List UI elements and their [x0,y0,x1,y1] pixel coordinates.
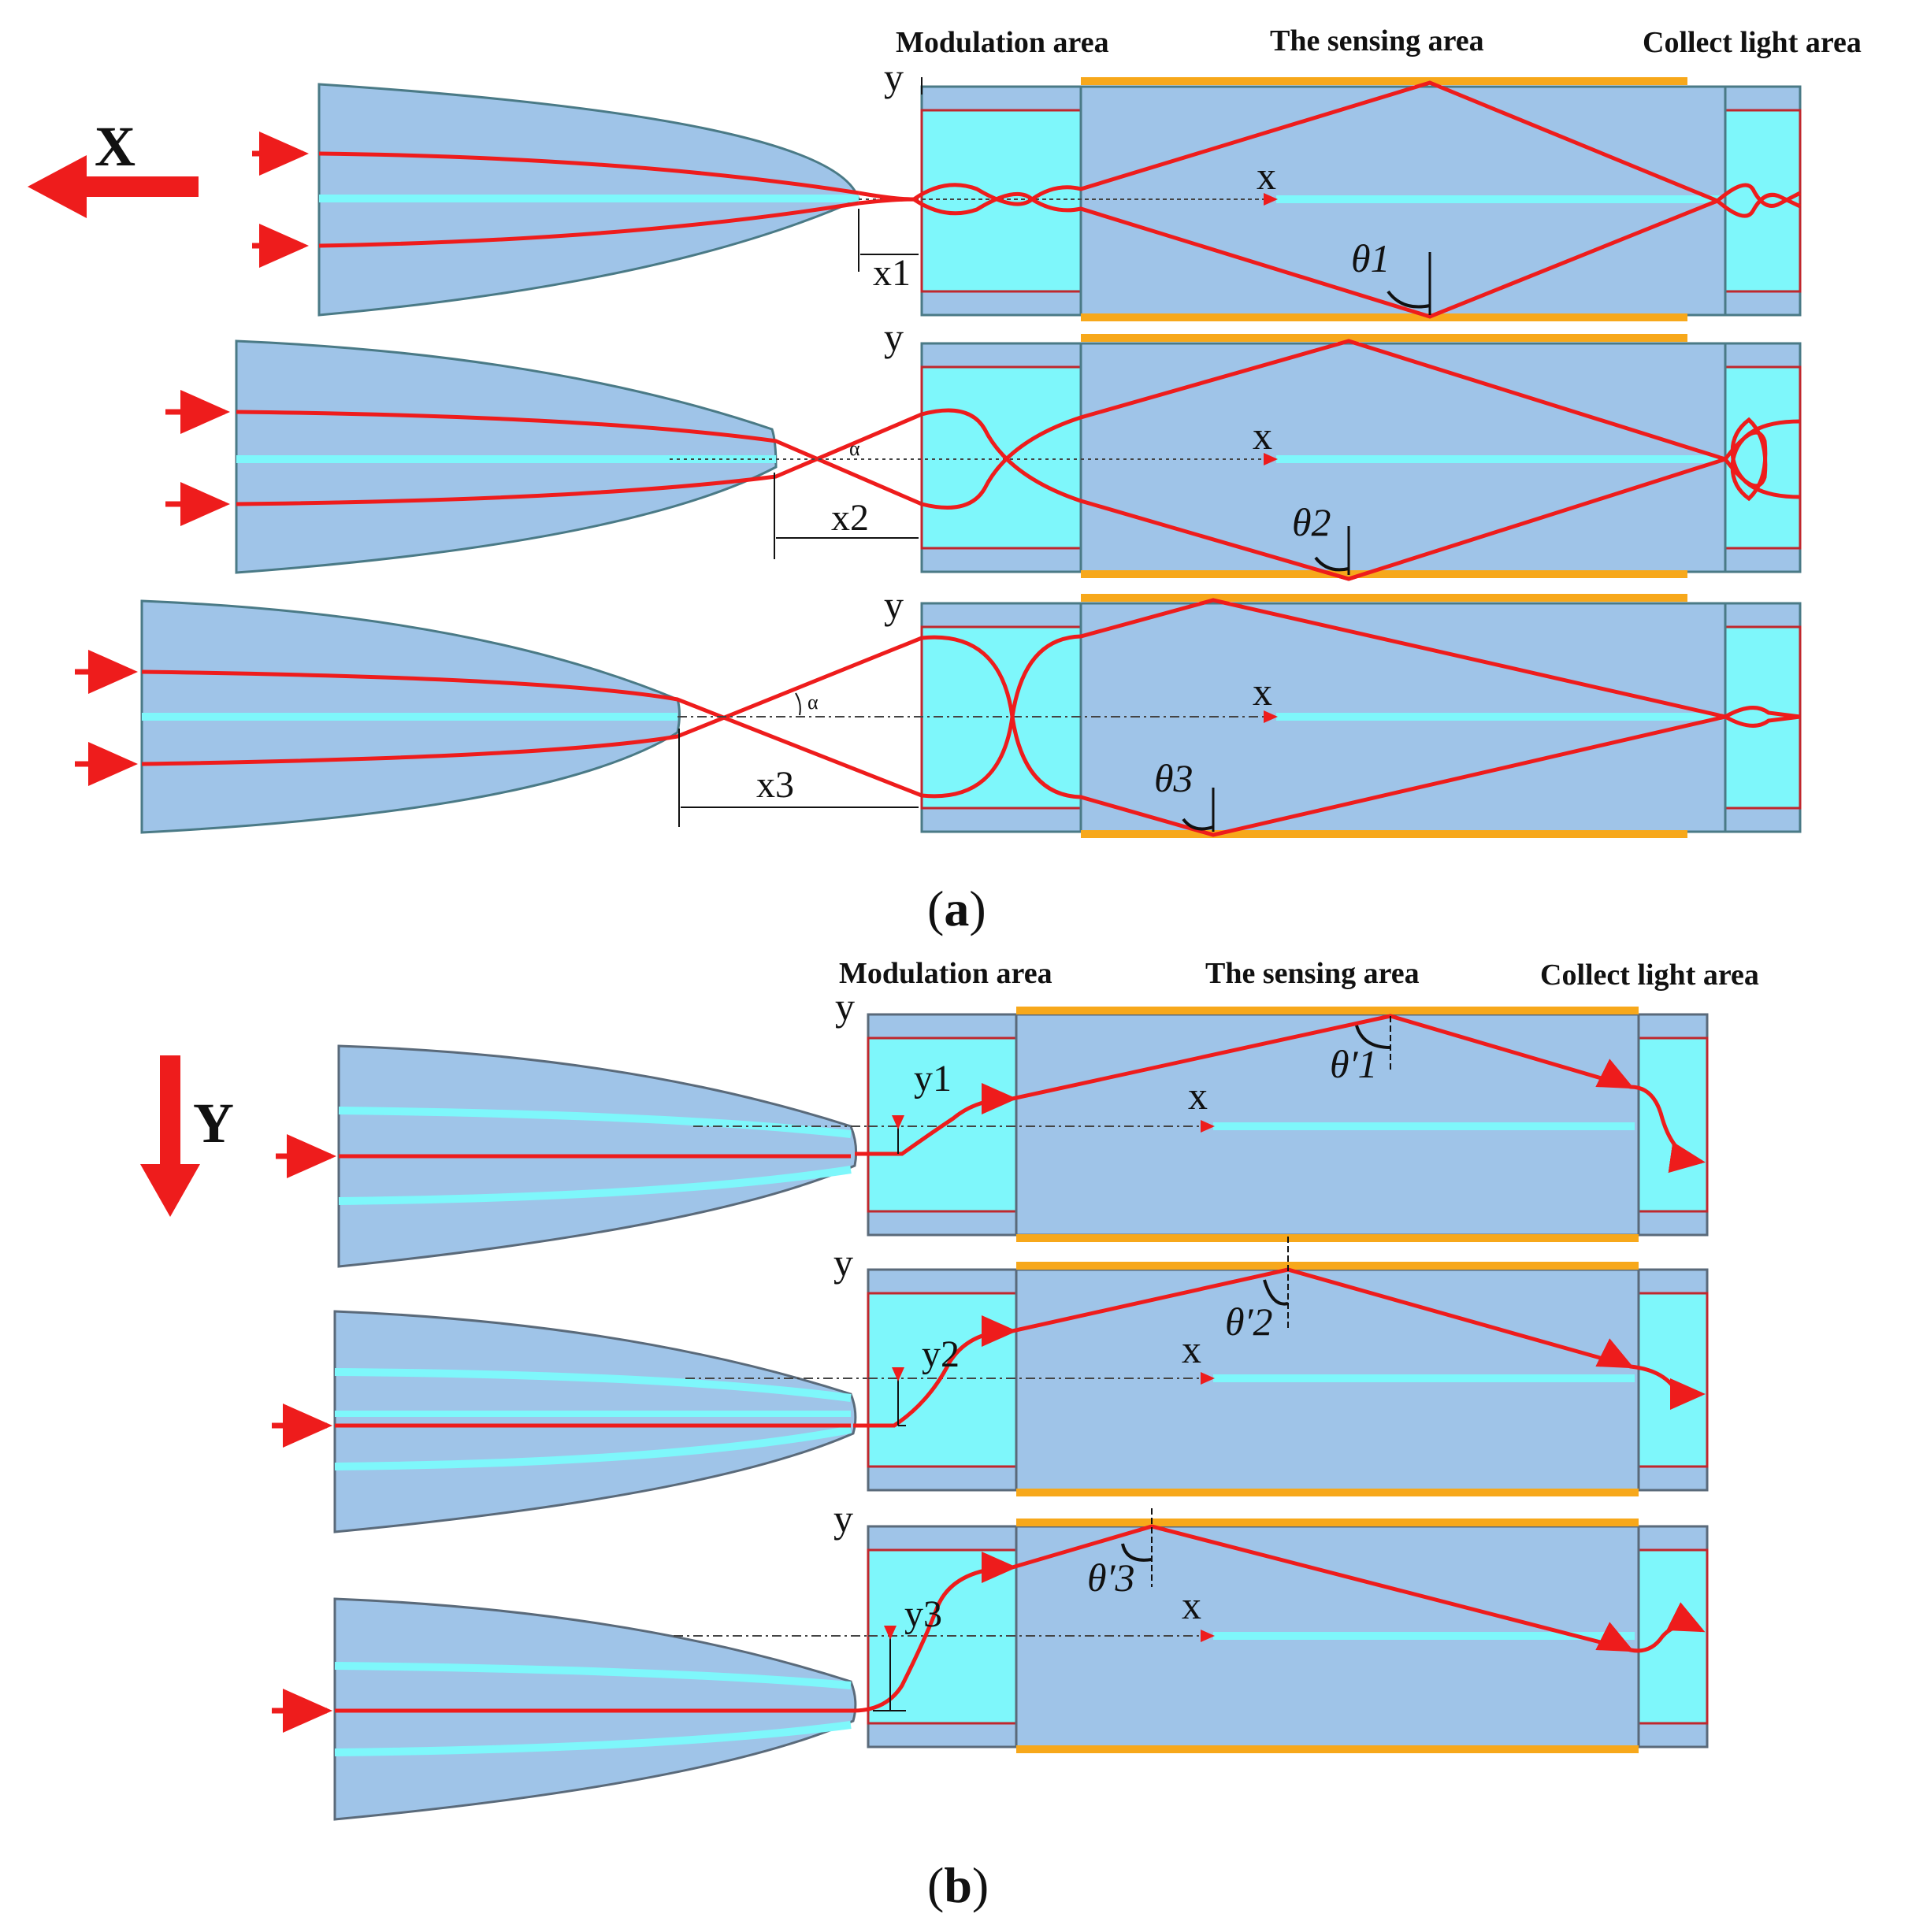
collect-block-b1 [1637,1036,1709,1213]
row-b1: y x y1 θ′1 [276,985,1709,1268]
modulation-block-b2 [867,1292,1018,1468]
direction-arrow-y-icon [140,1055,200,1217]
offset-label-y3: y3 [904,1593,942,1635]
collect-light-area-label-b: Collect light area [1540,959,1759,992]
angle-label-theta-prime3: θ′3 [1087,1556,1135,1600]
direction-label-y: Y [193,1092,234,1155]
row-a2: y x α x2 θ2 [165,315,1802,581]
coating-top-a1 [1081,77,1687,85]
angle-label-theta-prime1: θ′1 [1330,1042,1378,1086]
angle-label-theta2: θ2 [1292,500,1331,544]
panel-a: Modulation area The sensing area Collect… [28,24,1862,936]
sensing-area-label-b: The sensing area [1205,957,1420,990]
modulation-block-a2 [920,365,1082,550]
x-axis-label-a2: x [1253,413,1272,458]
coating-top-b2 [1016,1262,1639,1270]
collect-block-a2 [1724,365,1802,550]
x-axis-label-b2: x [1182,1327,1201,1371]
caption-a: (a) [927,881,986,936]
distance-label-x3: x3 [756,764,794,806]
angle-label-theta3: θ3 [1154,756,1194,800]
collect-block-b3 [1637,1548,1709,1725]
alpha-label-a3: α [807,691,819,714]
coating-top-b3 [1016,1519,1639,1526]
coating-bottom-b2 [1016,1489,1639,1496]
alpha-label-a2: α [849,437,860,460]
distance-label-x1: x1 [873,252,911,294]
coating-bottom-a3 [1081,830,1687,838]
lens-b2 [333,1310,857,1533]
coating-top-b1 [1016,1007,1639,1014]
y-axis-label-b1: y [835,985,855,1029]
caption-b: (b) [927,1857,989,1913]
direction-label-x: X [95,115,136,178]
coating-bottom-b1 [1016,1234,1639,1242]
offset-label-y2: y2 [922,1333,960,1375]
angle-label-theta-prime2: θ′2 [1225,1300,1273,1344]
y-axis-label-a2: y [884,315,904,359]
collect-block-b2 [1637,1292,1709,1468]
x-axis-label-a1: x [1257,154,1276,198]
offset-label-y1: y1 [914,1058,952,1099]
collect-light-area-label: Collect light area [1643,26,1862,59]
coating-top-a2 [1081,334,1687,342]
direction-arrow-x-icon [28,155,199,218]
sensing-area-label: The sensing area [1270,24,1484,57]
x-axis-label-b1: x [1188,1074,1208,1118]
y-axis-label-b2: y [833,1240,853,1285]
row-a3: y x α x3 θ3 [75,583,1802,838]
coating-bottom-a1 [1081,313,1687,321]
row-b2: y x y2 θ′2 [272,1237,1709,1533]
distance-label-x2: x2 [831,497,869,539]
modulation-area-label: Modulation area [896,26,1109,59]
x-axis-label-a3: x [1253,669,1272,714]
coating-bottom-a2 [1081,570,1687,578]
y-axis-label-a3: y [884,583,904,627]
x-axis-label-b3: x [1182,1583,1201,1627]
y-axis-label-a1: y [884,55,904,99]
row-a1: y x x1 θ1 [252,55,1802,321]
coating-top-a3 [1081,594,1687,602]
row-b3: y x y3 θ′3 [272,1496,1709,1821]
coating-bottom-b3 [1016,1745,1639,1753]
y-axis-label-b3: y [833,1496,853,1541]
panel-b: Modulation area The sensing area Collect… [140,957,1759,1913]
modulation-area-label-b: Modulation area [839,957,1052,990]
angle-label-theta1: θ1 [1351,236,1390,280]
